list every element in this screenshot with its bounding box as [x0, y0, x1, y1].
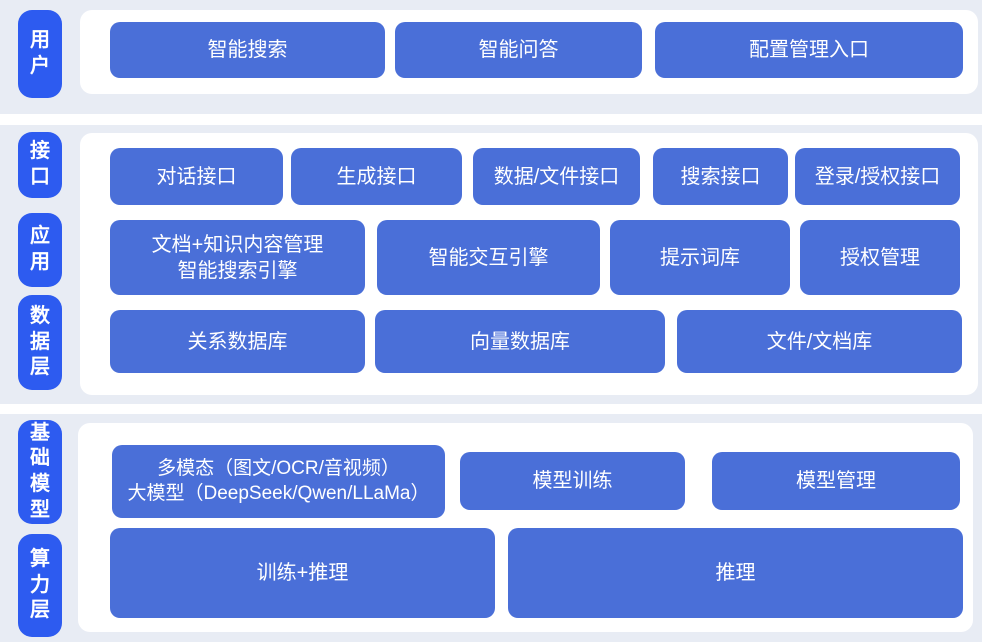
layer-label-interface: 接口: [18, 132, 62, 198]
block-model-management: 模型管理: [712, 452, 960, 510]
block-multimodal-llm: 多模态（图文/OCR/音视频） 大模型（DeepSeek/Qwen/LLaMa）: [112, 445, 445, 518]
block-data-file-api: 数据/文件接口: [473, 148, 640, 205]
block-inference: 推理: [508, 528, 963, 618]
block-authorization-management: 授权管理: [800, 220, 960, 295]
layer-label-user: 用户: [18, 10, 62, 98]
block-training-inference: 训练+推理: [110, 528, 495, 618]
block-model-training: 模型训练: [460, 452, 685, 510]
block-prompt-library: 提示词库: [610, 220, 790, 295]
layer-label-foundation-model: 基础模型: [18, 420, 62, 524]
layer-label-data-text: 数据层: [30, 305, 50, 379]
block-relational-database: 关系数据库: [110, 310, 365, 373]
layer-label-application: 应用: [18, 213, 62, 287]
layer-label-compute: 算力层: [18, 534, 62, 637]
layer-label-application-text: 应用: [30, 225, 50, 273]
block-config-management-entry: 配置管理入口: [655, 22, 963, 78]
layer-label-user-text: 用户: [30, 29, 50, 77]
block-intelligent-interaction-engine: 智能交互引擎: [377, 220, 600, 295]
block-search-api: 搜索接口: [653, 148, 788, 205]
block-doc-knowledge-search-engine: 文档+知识内容管理 智能搜索引擎: [110, 220, 365, 295]
layer-label-data: 数据层: [18, 295, 62, 390]
layer-label-compute-text: 算力层: [30, 548, 50, 622]
block-smart-qa: 智能问答: [395, 22, 642, 78]
block-dialog-api: 对话接口: [110, 148, 283, 205]
block-login-auth-api: 登录/授权接口: [795, 148, 960, 205]
block-smart-search: 智能搜索: [110, 22, 385, 78]
block-vector-database: 向量数据库: [375, 310, 665, 373]
layer-label-foundation-model-text: 基础模型: [30, 421, 50, 521]
block-generation-api: 生成接口: [291, 148, 462, 205]
block-file-document-store: 文件/文档库: [677, 310, 962, 373]
layer-label-interface-text: 接口: [30, 140, 50, 188]
